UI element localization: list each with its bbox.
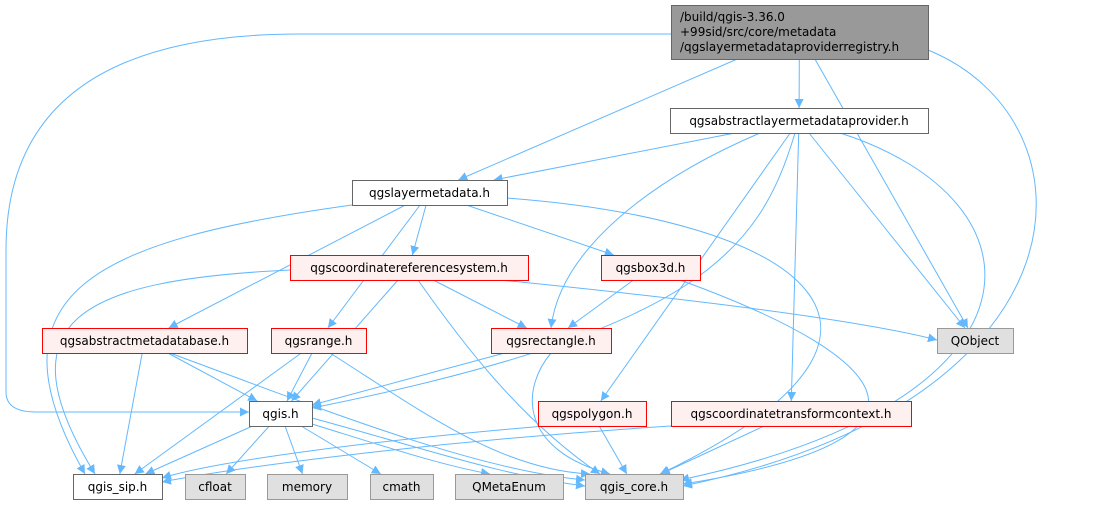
edge-abstractdb-to-core: [169, 352, 586, 484]
node-box-box3d: [601, 255, 701, 281]
edge-range-to-qgis: [286, 352, 313, 402]
node-crs[interactable]: qgscoordinatereferencesystem.h: [290, 255, 529, 281]
edge-box3d-to-core: [679, 279, 870, 488]
node-box-rectangle: [491, 328, 612, 354]
node-label-ctc: qgscoordinatetransformcontext.h: [691, 407, 892, 421]
node-label-memory: memory: [282, 480, 332, 494]
edge-abstractdb-to-qgis: [167, 352, 258, 402]
node-box3d[interactable]: qgsbox3d.h: [601, 255, 701, 281]
edge-abstractprovider-to-layermetadata: [493, 132, 735, 183]
node-label-sip: qgis_sip.h: [88, 480, 147, 494]
node-qgis[interactable]: qgis.h: [249, 401, 313, 427]
edge-crs-to-qobject: [499, 279, 938, 343]
edge-root-to-layermetadata: [458, 58, 738, 181]
node-box-cfloat: [185, 474, 246, 500]
node-box-abstractprovider: [670, 108, 929, 134]
edge-abstractprovider-to-ctc: [787, 132, 800, 402]
node-box-cmath: [370, 474, 434, 500]
node-label-rectangle: qgsrectangle.h: [506, 334, 596, 348]
edge-ctc-to-sip: [161, 425, 672, 485]
edge-qgis-to-sip: [145, 425, 253, 475]
edge-abstractprovider-to-qobject: [808, 132, 966, 329]
node-label-layermetadata: qgslayermetadata.h: [369, 186, 490, 200]
edge-qgis-to-memory: [284, 425, 304, 475]
node-label-cfloat: cfloat: [198, 480, 232, 494]
node-label-range: qgsrange.h: [285, 334, 353, 348]
edge-polygon-to-sip: [161, 425, 546, 480]
node-cfloat[interactable]: cfloat: [185, 474, 246, 500]
node-box-qgis: [249, 401, 313, 427]
node-range[interactable]: qgsrange.h: [271, 328, 367, 354]
edge-qgis-to-cfloat: [225, 425, 270, 475]
node-polygon[interactable]: qgspolygon.h: [538, 401, 647, 427]
edge-abstractprovider-to-core: [679, 132, 986, 483]
node-memory[interactable]: memory: [267, 474, 348, 500]
edge-layermetadata-to-sip: [46, 204, 353, 475]
edge-layermetadata-to-crs: [410, 204, 427, 256]
node-label-root-line-2: /qgslayermetadataproviderregistry.h: [680, 40, 899, 54]
node-label-qobject: QObject: [951, 334, 1000, 348]
edge-ctc-to-core: [660, 425, 765, 475]
node-root[interactable]: /build/qgis-3.36.0+99sid/src/core/metada…: [671, 5, 929, 60]
node-qobject[interactable]: QObject: [937, 328, 1014, 354]
node-box-qmetaenum: [455, 474, 564, 500]
nodes-layer: /build/qgis-3.36.0+99sid/src/core/metada…: [42, 5, 1014, 500]
node-core[interactable]: qgis_core.h: [585, 474, 684, 500]
node-box-layermetadata: [352, 180, 508, 206]
node-box-abstractdb: [42, 328, 248, 354]
node-sip[interactable]: qgis_sip.h: [73, 474, 163, 500]
node-rectangle[interactable]: qgsrectangle.h: [491, 328, 612, 354]
node-label-root-line-1: +99sid/src/core/metadata: [680, 25, 836, 39]
edge-layermetadata-to-box3d: [466, 204, 614, 257]
node-label-core: qgis_core.h: [600, 480, 668, 494]
node-abstractdb[interactable]: qgsabstractmetadatabase.h: [42, 328, 248, 354]
node-label-box3d: qgsbox3d.h: [616, 261, 686, 275]
node-box-core: [585, 474, 684, 500]
edge-range-to-sip: [134, 352, 302, 475]
edge-abstractprovider-to-qgis: [311, 132, 796, 411]
edge-root-to-core: [682, 49, 1037, 489]
node-label-crs: qgscoordinatereferencesystem.h: [310, 261, 508, 275]
edge-crs-to-core: [417, 279, 601, 475]
edge-qgis-to-qmetaenum: [311, 423, 491, 477]
node-cmath[interactable]: cmath: [370, 474, 434, 500]
edge-rectangle-to-qgis: [311, 352, 505, 407]
node-label-abstractprovider: qgsabstractlayermetadataprovider.h: [689, 114, 908, 128]
node-layermetadata[interactable]: qgslayermetadata.h: [352, 180, 508, 206]
node-abstractprovider[interactable]: qgsabstractlayermetadataprovider.h: [670, 108, 929, 134]
node-label-qmetaenum: QMetaEnum: [472, 480, 546, 494]
node-qmetaenum[interactable]: QMetaEnum: [455, 474, 564, 500]
node-box-root: [671, 5, 929, 60]
edge-qgis-to-cmath: [300, 425, 382, 475]
node-ctc[interactable]: qgscoordinatetransformcontext.h: [671, 401, 912, 427]
node-box-memory: [267, 474, 348, 500]
edge-crs-to-rectangle: [433, 279, 527, 329]
node-box-polygon: [538, 401, 647, 427]
edge-root-to-qobject: [814, 58, 969, 329]
node-label-polygon: qgspolygon.h: [552, 407, 633, 421]
node-label-cmath: cmath: [383, 480, 421, 494]
edge-root-to-qgis: [5, 33, 671, 417]
node-label-root-line-0: /build/qgis-3.36.0: [680, 10, 785, 24]
edge-abstractprovider-to-rectangle: [547, 132, 761, 329]
node-box-sip: [73, 474, 163, 500]
node-label-abstractdb: qgsabstractmetadatabase.h: [60, 334, 229, 348]
node-box-range: [271, 328, 367, 354]
edge-box3d-to-rectangle: [567, 279, 634, 329]
node-box-qobject: [937, 328, 1014, 354]
edge-rectangle-to-core: [531, 352, 611, 477]
edge-abstractdb-to-sip: [117, 352, 143, 475]
edge-crs-to-sip: [54, 269, 291, 475]
node-box-crs: [290, 255, 529, 281]
edge-layermetadata-to-abstractdb: [168, 204, 406, 329]
edge-polygon-to-core: [598, 425, 628, 475]
node-label-qgis: qgis.h: [262, 407, 298, 421]
node-box-ctc: [671, 401, 912, 427]
